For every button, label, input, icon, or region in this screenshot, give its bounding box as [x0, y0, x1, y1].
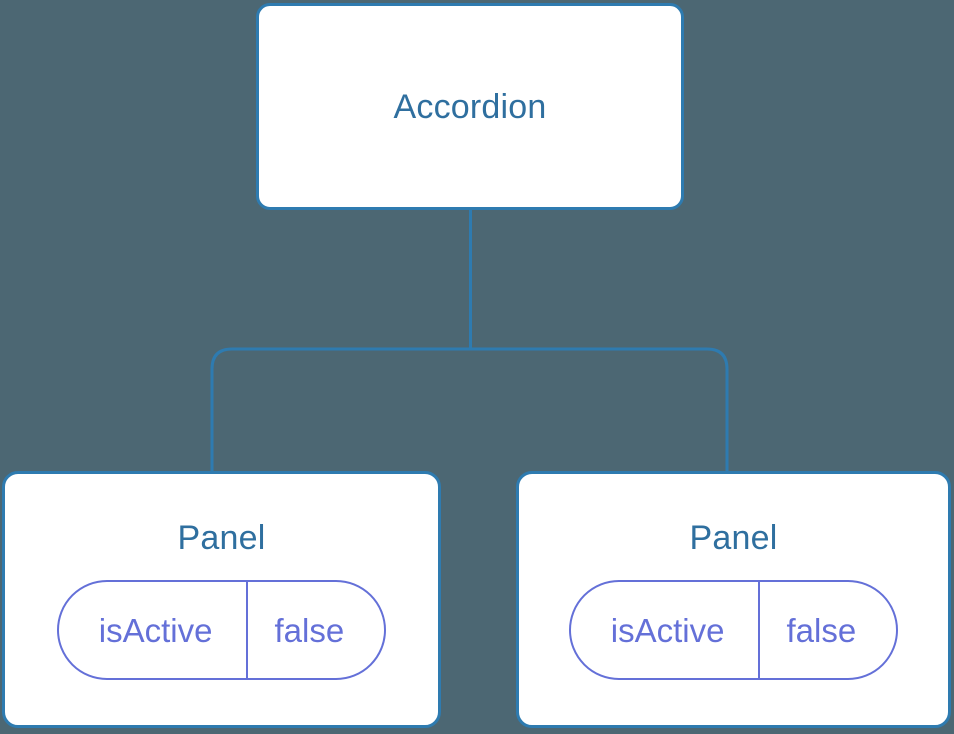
edge-bus-to-left-panel	[210, 347, 471, 471]
property-pill-isactive-right[interactable]: isActive false	[568, 580, 899, 680]
property-key: isActive	[59, 582, 249, 678]
node-panel-right-title: Panel	[689, 519, 778, 557]
node-panel-right[interactable]: Panel isActive false	[516, 471, 951, 728]
property-value: false	[274, 611, 345, 649]
property-pill-isactive-left[interactable]: isActive false	[56, 580, 387, 680]
node-panel-left-title: Panel	[177, 519, 266, 557]
node-accordion[interactable]: Accordion	[256, 3, 684, 210]
node-accordion-title: Accordion	[393, 87, 547, 126]
property-key: isActive	[571, 582, 761, 678]
node-panel-left[interactable]: Panel isActive false	[2, 471, 441, 728]
edge-bus-to-right-panel	[470, 347, 729, 471]
property-value: false	[786, 611, 857, 649]
